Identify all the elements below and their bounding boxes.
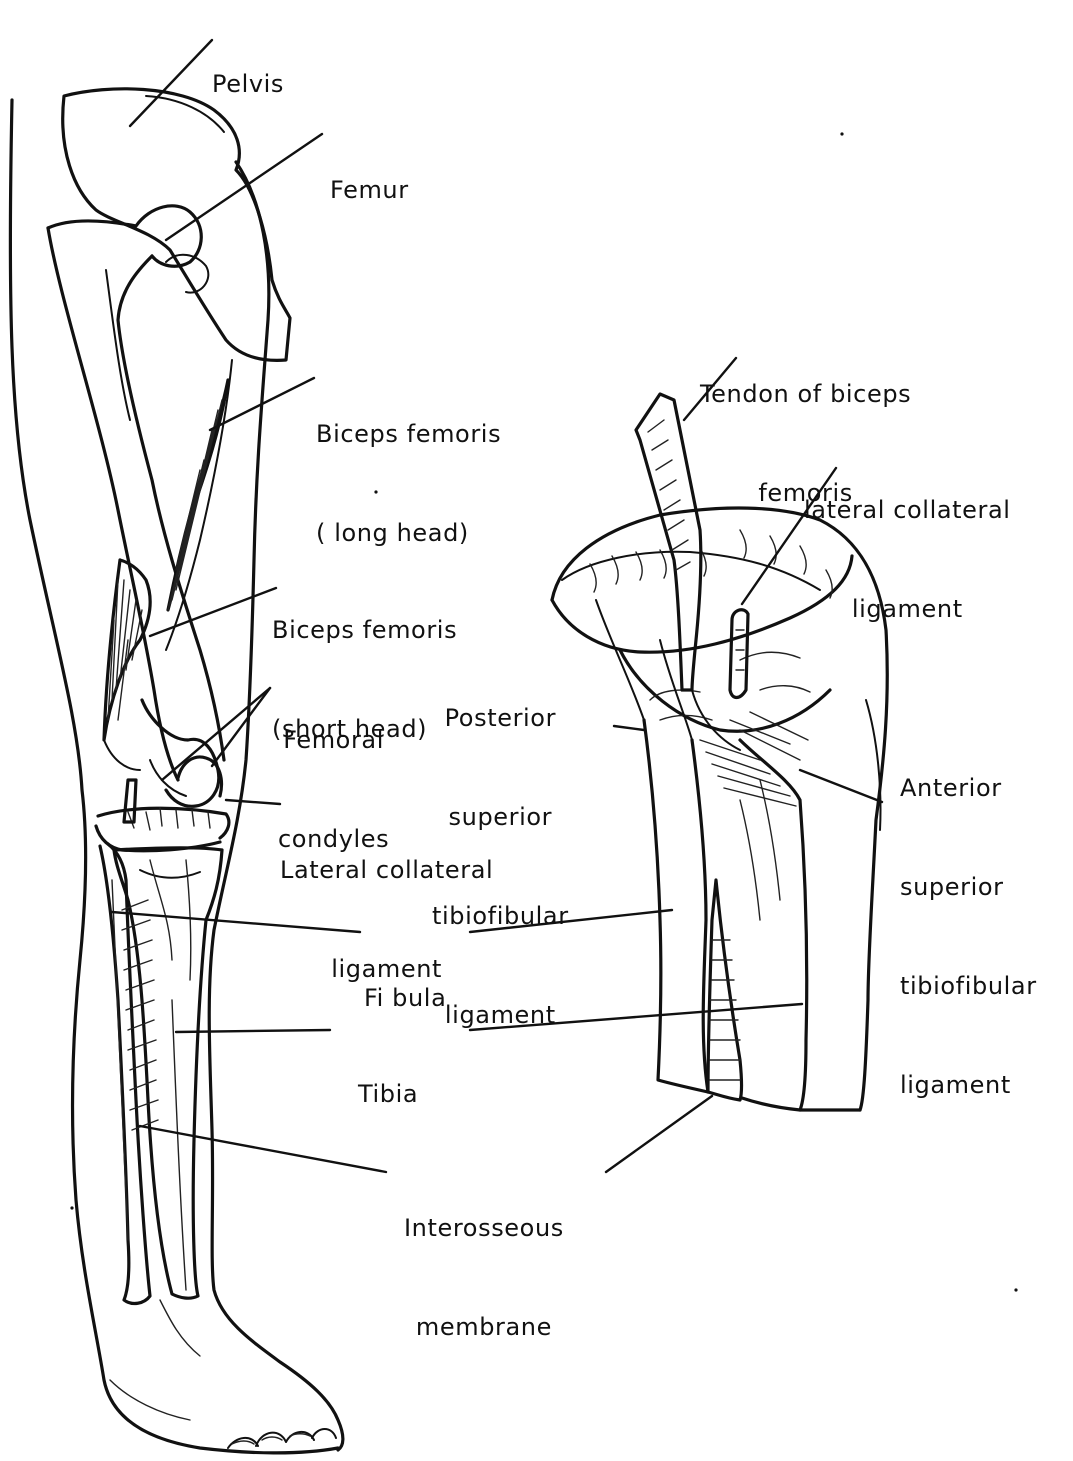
- label-tibia: Tibia: [358, 1012, 418, 1144]
- label-line: Posterior: [432, 702, 569, 735]
- label-line: ligament: [432, 999, 569, 1032]
- label-tibia-text: Tibia: [358, 1078, 418, 1111]
- label-femur: Femur: [330, 108, 409, 240]
- tibia-bone: [114, 848, 222, 1298]
- label-line: Biceps femoris: [272, 614, 457, 647]
- label-line: ligament: [804, 593, 1011, 626]
- label-line: Anterior: [900, 772, 1037, 805]
- label-lateral-collateral-ligament-right: lateral collateral ligament: [804, 428, 1011, 659]
- label-line: Biceps femoris: [316, 418, 501, 451]
- label-line: lateral collateral: [804, 494, 1011, 527]
- knee-joint: [96, 780, 229, 851]
- label-line: Interosseous: [404, 1212, 564, 1245]
- label-pelvis-text: Pelvis: [212, 68, 284, 101]
- label-line: ligament: [900, 1069, 1037, 1102]
- label-pelvis: Pelvis: [212, 2, 284, 134]
- label-line: superior: [432, 801, 569, 834]
- label-line: Femoral: [278, 724, 389, 757]
- label-line: ( long head): [316, 517, 501, 550]
- label-line: superior: [900, 871, 1037, 904]
- label-femur-text: Femur: [330, 174, 409, 207]
- label-line: tibiofibular: [900, 970, 1037, 1003]
- biceps-femoris-long-head: [166, 360, 232, 650]
- biceps-femoris-short-head: [104, 560, 150, 770]
- label-anterior-superior-tibiofibular-ligament: Anterior superior tibiofibular ligament: [900, 706, 1037, 1135]
- label-line: tibiofibular: [432, 900, 569, 933]
- label-line: membrane: [404, 1311, 564, 1344]
- label-line: Tendon of biceps: [700, 378, 911, 411]
- tibiofibular-ligament-fibres: [700, 712, 808, 806]
- lateral-collateral-ligament-closeup: [730, 610, 748, 698]
- label-interosseous-membrane: Interosseous membrane: [404, 1146, 564, 1377]
- label-posterior-superior-tibiofibular-ligament: Posterior superior tibiofibular ligament: [432, 636, 569, 1065]
